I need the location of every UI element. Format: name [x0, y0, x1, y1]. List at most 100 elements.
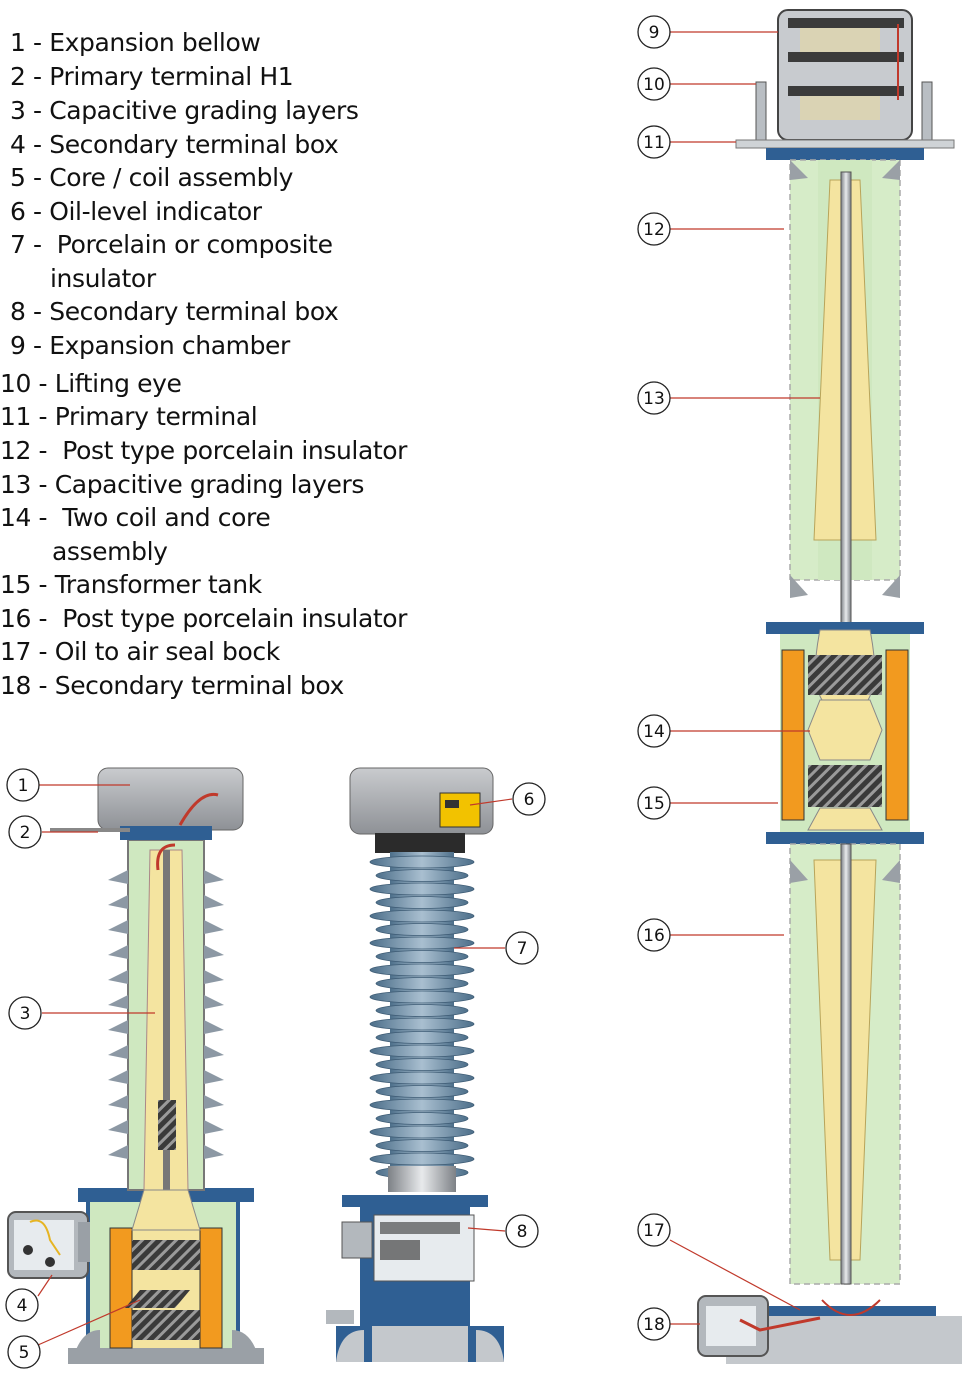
- legend-item-number: 12: [0, 436, 32, 465]
- legend-item: 15 - Transformer tank: [0, 570, 262, 600]
- legend-item-number: 1: [10, 28, 26, 57]
- legend-item-label: Oil to air seal bock: [54, 637, 280, 666]
- callout-circle: [637, 918, 671, 952]
- legend-item: 11 - Primary terminal: [0, 402, 258, 432]
- left-ct-section: [7, 767, 264, 1364]
- legend-item-separator: -: [31, 369, 55, 398]
- legend-item-number: 4: [10, 130, 26, 159]
- callout-number: 13: [643, 389, 665, 409]
- legend-item-separator: -: [31, 470, 55, 499]
- callout-number: 16: [643, 926, 665, 946]
- legend-item-number: 17: [0, 637, 32, 666]
- legend-item-number: 15: [0, 570, 32, 599]
- legend-item: 10 - Lifting eye: [0, 369, 182, 399]
- legend-item-label: Transformer tank: [54, 570, 262, 599]
- legend-item: 9 - Expansion chamber: [10, 331, 290, 361]
- shed-disc: [369, 1017, 475, 1031]
- callout-number: 14: [643, 722, 665, 742]
- shed-disc: [369, 963, 475, 977]
- shed-disc: [369, 909, 475, 923]
- shed-disc: [375, 1031, 469, 1044]
- legend-item: 5 - Core / coil assembly: [10, 163, 293, 193]
- shed-disc: [369, 882, 475, 896]
- legend-item-separator: -: [31, 503, 63, 532]
- legend-item-label: Oil-level indicator: [49, 197, 262, 226]
- shed-disc: [375, 1058, 469, 1071]
- legend-item: 4 - Secondary terminal box: [10, 130, 339, 160]
- callout-number: 8: [517, 1222, 528, 1242]
- legend-item-separator: -: [25, 197, 50, 226]
- callout-circle: [8, 815, 42, 849]
- callout-circle: [7, 1335, 41, 1369]
- insulator-sheds: [369, 855, 475, 1179]
- legend-item-separator: -: [25, 130, 50, 159]
- legend-item-number: 2: [10, 62, 26, 91]
- shed-disc: [369, 990, 475, 1004]
- legend-item-separator: -: [31, 604, 63, 633]
- legend-item: 8 - Secondary terminal box: [10, 297, 339, 327]
- callout-circle: [505, 931, 539, 965]
- legend-item-number: 9: [10, 331, 26, 360]
- legend-item-label: Primary terminal H1: [49, 62, 294, 91]
- legend-item-separator: -: [25, 230, 57, 259]
- legend-item-separator: -: [31, 402, 55, 431]
- legend-item-label: Two coil and core: [62, 503, 271, 532]
- legend-item: 16 - Post type porcelain insulator: [0, 604, 407, 634]
- callout-number: 4: [17, 1296, 28, 1316]
- legend-item: 7 - Porcelain or composite: [10, 230, 333, 260]
- callout-circle: [505, 1214, 539, 1248]
- shed-disc: [369, 1125, 475, 1139]
- legend-item: 1 - Expansion bellow: [10, 28, 261, 58]
- shed-disc: [369, 855, 475, 869]
- callout-number: 17: [643, 1221, 665, 1241]
- legend-item: 17 - Oil to air seal bock: [0, 637, 280, 667]
- legend-item: 6 - Oil-level indicator: [10, 197, 262, 227]
- legend-item-label: Capacitive grading layers: [54, 470, 365, 499]
- callout-circle: [6, 768, 40, 802]
- callout-circle: [637, 714, 671, 748]
- legend-item: 12 - Post type porcelain insulator: [0, 436, 407, 466]
- callout-circle: [5, 1288, 39, 1322]
- legend-item-number: 8: [10, 297, 26, 326]
- shed-disc: [369, 1044, 475, 1058]
- legend-item-number: 11: [0, 402, 32, 431]
- callout-circle: [637, 381, 671, 415]
- callout-number: 5: [19, 1343, 30, 1363]
- middle-ct-exterior: [326, 767, 504, 1362]
- right-ct-section: [697, 9, 962, 1364]
- legend-item-label: Lifting eye: [54, 369, 182, 398]
- legend-item-label: Capacitive grading layers: [49, 96, 359, 125]
- legend-item-number: 18: [0, 671, 32, 700]
- legend-item-separator: -: [31, 570, 55, 599]
- callout-circle: [512, 782, 546, 816]
- legend-item-label: Primary terminal: [54, 402, 258, 431]
- shed-disc: [369, 1071, 475, 1085]
- legend-item: 18 - Secondary terminal box: [0, 671, 344, 701]
- legend-item-number: 14: [0, 503, 32, 532]
- legend-item-label: Expansion bellow: [49, 28, 261, 57]
- callout-circle: [637, 786, 671, 820]
- shed-disc: [369, 1152, 475, 1166]
- legend-item-separator: -: [31, 671, 55, 700]
- leader-lines: [37, 31, 820, 1346]
- legend-item-separator: -: [25, 297, 50, 326]
- callout-number: 7: [517, 939, 528, 959]
- legend-item-label: Secondary terminal box: [54, 671, 345, 700]
- callout-circle: [637, 1213, 671, 1247]
- legend-item-number: 5: [10, 163, 26, 192]
- legend-item-label: Post type porcelain insulator: [62, 604, 408, 633]
- shed-disc: [375, 923, 469, 936]
- callout-number: 15: [643, 794, 665, 814]
- callout-number: 10: [643, 75, 665, 95]
- legend-item: 3 - Capacitive grading layers: [10, 96, 359, 126]
- callout-number: 6: [524, 790, 535, 810]
- legend-item-separator: -: [25, 331, 50, 360]
- legend-item-number: 16: [0, 604, 32, 633]
- shed-disc: [369, 1098, 475, 1112]
- callout-number: 12: [643, 220, 665, 240]
- callout-number: 1: [18, 776, 29, 796]
- shed-disc: [375, 1004, 469, 1017]
- callout-number: 18: [643, 1315, 665, 1335]
